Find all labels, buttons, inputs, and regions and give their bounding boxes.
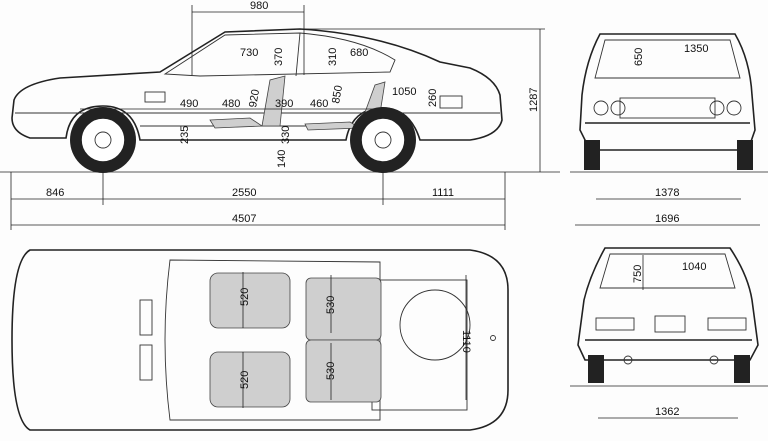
exhaust-left [623,355,633,365]
dim-920: 920 [247,88,262,108]
dim-1362: 1362 [655,406,679,418]
front-view: 650 1350 1378 1696 [570,33,768,226]
hood-vent-lower [139,344,153,381]
dim-trunk-width: 1110 [460,330,472,353]
dim-850: 850 [330,84,345,104]
dim-390: 390 [275,98,293,110]
tail-light-left [595,317,635,331]
dim-235: 235 [179,126,191,144]
dim-front-overhang: 846 [46,187,64,199]
dim-140: 140 [276,150,288,168]
spare-wheel [399,289,471,361]
front-wheel [80,117,126,163]
headlight-inner-left [610,100,626,116]
front-left-tire [584,140,600,170]
dim-wheelbase: 2550 [232,187,256,199]
front-windshield [594,39,741,79]
side-view: 980 730 370 310 680 920 850 1050 260 490… [0,0,560,230]
top-body-outline [11,249,509,431]
rear-view: 750 1040 1362 [570,247,768,419]
hood-vent-upper [139,299,153,336]
dim-650: 650 [633,48,645,66]
license-plate [654,315,686,333]
rear-seat-cushion [304,121,362,131]
front-side-marker [144,91,166,103]
rear-right-tire [734,355,750,383]
front-seat-cushion [209,117,264,129]
front-seat-right [209,351,291,408]
dim-1350: 1350 [684,43,708,55]
top-view: 520 520 530 530 1110 [11,249,509,431]
dim-730: 730 [240,47,258,59]
front-right-tire [737,140,753,170]
rear-seat-left [305,277,382,341]
dim-front-seat-left: 520 [239,288,251,306]
dim-260: 260 [427,89,439,107]
front-body-outline [579,33,756,151]
rear-body-outline [577,247,759,361]
rear-seat-right [305,339,382,403]
trunk-lid [371,279,468,411]
dim-680: 680 [350,47,368,59]
dim-rear-seat-right: 530 [325,362,337,380]
dim-480: 480 [222,98,240,110]
front-seat-back [261,75,286,127]
rear-hub [374,131,392,149]
fuel-cap [490,335,496,341]
dim-310: 310 [327,48,339,66]
dim-1050: 1050 [392,86,416,98]
dim-rear-seat-left: 530 [325,296,337,314]
dim-rear-overhang: 1111 [432,187,454,199]
tail-light-right [707,317,747,331]
front-seat-left [209,272,291,329]
headlight-outer-right [726,100,742,116]
dim-980: 980 [250,0,268,12]
headlight-outer-left [593,100,609,116]
dim-460: 460 [310,98,328,110]
dim-370: 370 [273,48,285,66]
dim-height-1287: 1287 [528,88,540,112]
dim-750: 750 [632,265,644,283]
b-pillar [295,32,301,77]
exhaust-right [709,355,719,365]
rear-window [599,253,736,289]
headlight-inner-right [709,100,725,116]
dim-490: 490 [180,98,198,110]
dim-1378: 1378 [655,187,679,199]
rear-left-tire [588,355,604,383]
roof-outline [164,259,381,421]
front-hub [94,131,112,149]
dim-length: 4507 [232,213,256,225]
side-windows [163,32,396,77]
rear-side-marker [439,95,463,109]
dim-1696: 1696 [655,213,679,225]
dim-1040: 1040 [682,261,706,273]
front-grille [619,97,716,119]
dim-front-seat-right: 520 [239,371,251,389]
dim-330: 330 [280,126,292,144]
rear-wheel [360,117,406,163]
